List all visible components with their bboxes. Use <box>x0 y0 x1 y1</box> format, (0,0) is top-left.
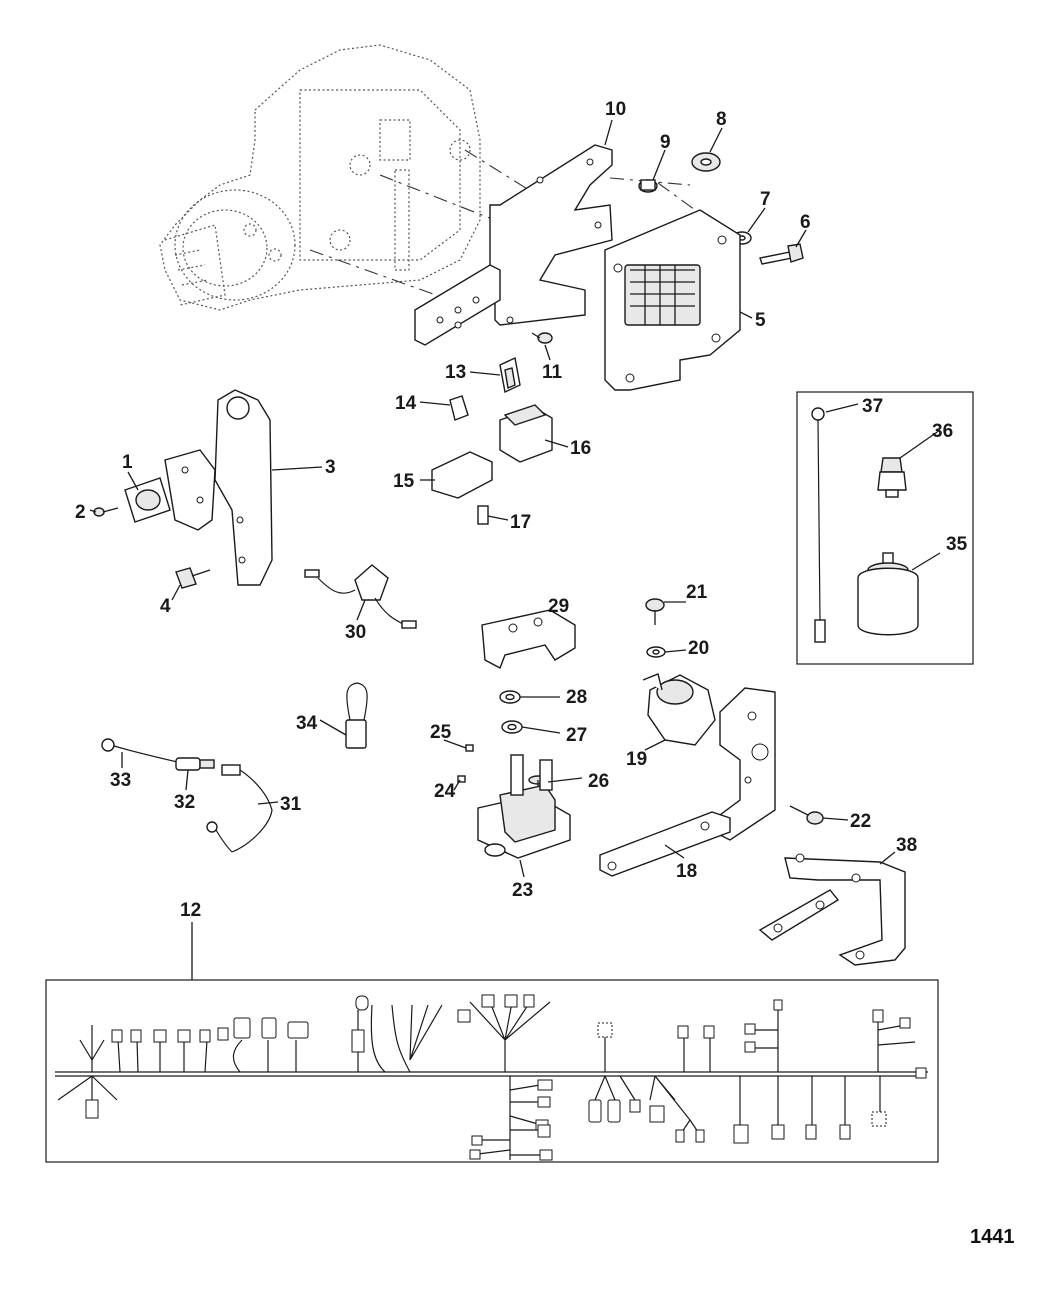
part-17-fuse <box>477 505 489 525</box>
callout-5: 5 <box>755 310 766 331</box>
part-36-pressure-switch <box>877 457 907 498</box>
part-15-fuse-cover <box>431 451 493 499</box>
part-28-nut <box>499 690 521 704</box>
part-1-plate <box>124 477 171 523</box>
part-3-bracket <box>164 389 273 586</box>
callout-11: 11 <box>542 362 563 383</box>
callout-28: 28 <box>566 687 587 708</box>
callout-16: 16 <box>570 438 591 459</box>
callout-8: 8 <box>716 109 727 130</box>
part-31-lead <box>206 764 273 853</box>
engine-ghost-outline <box>159 44 481 311</box>
part-12-wiring-harness <box>55 994 928 1161</box>
callout-15: 15 <box>393 471 415 492</box>
part-37-sender-lead <box>811 407 826 643</box>
part-14-clip <box>449 395 469 421</box>
part-27-washer <box>501 720 523 734</box>
callout-12: 12 <box>180 900 201 921</box>
callout-10: 10 <box>605 99 626 120</box>
callout-34: 34 <box>296 713 318 734</box>
figure-number: 1441 <box>970 1226 1015 1248</box>
callout-32: 32 <box>174 792 195 813</box>
part-8-grommet <box>691 152 721 172</box>
callout-13: 13 <box>445 362 466 383</box>
callout-21: 21 <box>686 582 708 603</box>
callout-37: 37 <box>862 396 883 417</box>
part-5-ecm-module <box>604 209 741 391</box>
callout-29: 29 <box>548 596 569 617</box>
callout-38: 38 <box>896 835 917 856</box>
callout-31: 31 <box>280 794 302 815</box>
callout-26: 26 <box>588 771 609 792</box>
part-2-screw <box>93 507 119 517</box>
callout-33: 33 <box>110 770 131 791</box>
part-4-bolt <box>175 567 211 589</box>
part-18-mounting-bracket <box>599 687 776 877</box>
callout-14: 14 <box>395 393 417 414</box>
callout-6: 6 <box>800 212 811 233</box>
part-30-sensor <box>304 564 417 629</box>
callout-9: 9 <box>660 132 671 153</box>
callout-30: 30 <box>345 622 366 643</box>
part-23-starter-solenoid <box>477 754 571 859</box>
callout-2: 2 <box>75 502 86 523</box>
part-13-fuse-holder <box>499 356 521 394</box>
part-11-screw <box>531 332 553 344</box>
part-19-solenoid <box>642 673 716 746</box>
callout-36: 36 <box>932 421 953 442</box>
callout-24: 24 <box>434 781 456 802</box>
part-25-nut <box>465 744 474 752</box>
callout-22: 22 <box>850 811 871 832</box>
callout-17: 17 <box>510 512 531 533</box>
part-24-nut <box>457 775 466 783</box>
callout-27: 27 <box>566 725 587 746</box>
part-10-mounting-bracket <box>414 144 613 346</box>
part-29-terminal-cover <box>481 609 576 669</box>
part-16-relay <box>499 404 553 463</box>
part-35-pressure-sender <box>857 552 919 636</box>
callout-19: 19 <box>626 749 647 770</box>
part-9-spacer <box>638 179 658 193</box>
callout-23: 23 <box>512 880 533 901</box>
callout-35: 35 <box>946 534 968 555</box>
callout-20: 20 <box>688 638 709 659</box>
part-38-bracket <box>758 853 906 966</box>
callout-7: 7 <box>760 189 771 210</box>
part-20-washer <box>646 646 666 658</box>
part-33-ground-lead <box>101 738 183 764</box>
part-32-fuse-holder <box>175 757 215 771</box>
callout-labels: 10 9 8 7 6 5 11 13 14 16 15 17 3 1 2 4 3… <box>75 99 968 921</box>
part-22-screw <box>789 805 824 825</box>
callout-25: 25 <box>430 722 452 743</box>
wiring-harness-box <box>45 979 939 1163</box>
callout-4: 4 <box>160 596 171 617</box>
callout-1: 1 <box>122 452 133 473</box>
part-6-bolt <box>759 243 804 265</box>
sender-inset-box <box>796 391 974 665</box>
part-34-jumper-connector <box>345 682 368 749</box>
callout-3: 3 <box>325 457 336 478</box>
callout-18: 18 <box>676 861 697 882</box>
leader-lines <box>89 119 941 980</box>
part-21-screw <box>645 598 665 625</box>
